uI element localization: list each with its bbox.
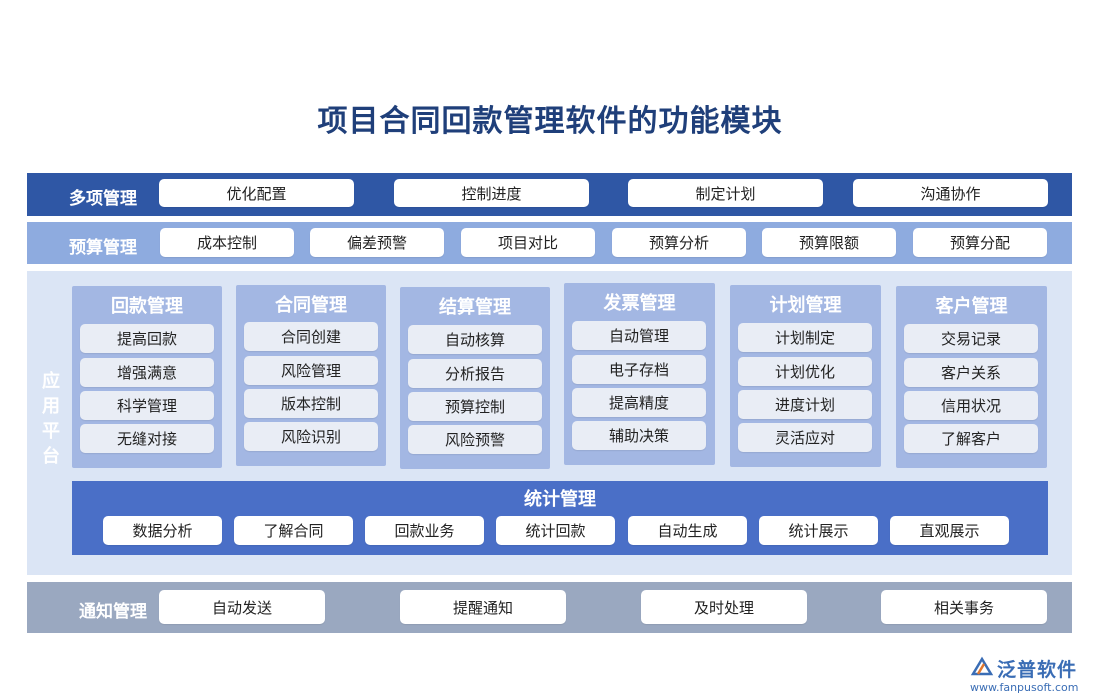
notification-item: 提醒通知 bbox=[400, 590, 566, 624]
budget-management-item: 偏差预警 bbox=[310, 228, 444, 257]
module-item: 风险预警 bbox=[408, 425, 542, 454]
multi-management-item: 控制进度 bbox=[394, 179, 589, 207]
module-item: 了解客户 bbox=[904, 424, 1038, 453]
module-item: 辅助决策 bbox=[572, 421, 706, 450]
module-title: 发票管理 bbox=[603, 293, 676, 314]
statistics-module: 统计管理 数据分析 了解合同 回款业务 统计回款 自动生成 统计展示 直观展示 bbox=[72, 481, 1048, 555]
module-title: 回款管理 bbox=[111, 296, 183, 317]
platform-label-char: 台 bbox=[42, 446, 60, 467]
budget-management-band: 预算管理 成本控制 偏差预警 项目对比 预算分析 预算限额 预算分配 bbox=[27, 222, 1072, 264]
multi-management-item: 优化配置 bbox=[159, 179, 354, 207]
budget-management-label: 预算管理 bbox=[69, 238, 137, 258]
module-customer: 客户管理 交易记录 客户关系 信用状况 了解客户 bbox=[896, 286, 1047, 468]
module-item: 无缝对接 bbox=[80, 424, 214, 453]
module-item: 客户关系 bbox=[904, 358, 1038, 387]
multi-management-label: 多项管理 bbox=[69, 189, 137, 209]
multi-management-item: 沟通协作 bbox=[853, 179, 1048, 207]
budget-management-item: 预算分配 bbox=[913, 228, 1047, 257]
module-plan: 计划管理 计划制定 计划优化 进度计划 灵活应对 bbox=[730, 285, 881, 467]
module-item: 版本控制 bbox=[244, 389, 378, 418]
module-invoice: 发票管理 自动管理 电子存档 提高精度 辅助决策 bbox=[564, 283, 715, 465]
module-title: 合同管理 bbox=[275, 295, 347, 316]
budget-management-item: 成本控制 bbox=[160, 228, 294, 257]
application-platform-label: 应 用 平 台 bbox=[41, 369, 61, 469]
page-title: 项目合同回款管理软件的功能模块 bbox=[317, 104, 783, 139]
notification-item: 自动发送 bbox=[159, 590, 325, 624]
module-item: 自动管理 bbox=[572, 321, 706, 350]
multi-management-item: 制定计划 bbox=[628, 179, 823, 207]
statistics-item: 统计回款 bbox=[496, 516, 615, 545]
notification-item: 相关事务 bbox=[881, 590, 1047, 624]
module-item: 计划制定 bbox=[738, 323, 872, 352]
brand-logo-name: 泛普软件 bbox=[997, 659, 1078, 681]
notification-management-label: 通知管理 bbox=[79, 602, 147, 622]
module-item: 分析报告 bbox=[408, 359, 542, 388]
module-item: 合同创建 bbox=[244, 322, 378, 351]
statistics-title: 统计管理 bbox=[524, 489, 596, 510]
notification-item: 及时处理 bbox=[641, 590, 807, 624]
module-item: 电子存档 bbox=[572, 355, 706, 384]
module-item: 信用状况 bbox=[904, 391, 1038, 420]
statistics-item: 数据分析 bbox=[103, 516, 222, 545]
module-title: 结算管理 bbox=[439, 297, 511, 318]
module-item: 交易记录 bbox=[904, 324, 1038, 353]
module-item: 提高回款 bbox=[80, 324, 214, 353]
application-platform-band: 应 用 平 台 回款管理 提高回款 增强满意 科学管理 无缝对接 合同管理 合同… bbox=[27, 271, 1072, 575]
module-item: 预算控制 bbox=[408, 392, 542, 421]
brand-logo: 泛普软件 www.fanpusoft.com bbox=[970, 654, 1095, 694]
platform-label-char: 应 bbox=[42, 371, 60, 392]
module-item: 自动核算 bbox=[408, 325, 542, 354]
module-item: 风险识别 bbox=[244, 422, 378, 451]
module-item: 风险管理 bbox=[244, 356, 378, 385]
module-item: 计划优化 bbox=[738, 357, 872, 386]
statistics-item: 了解合同 bbox=[234, 516, 353, 545]
statistics-item: 自动生成 bbox=[628, 516, 747, 545]
module-item: 增强满意 bbox=[80, 358, 214, 387]
module-item: 灵活应对 bbox=[738, 423, 872, 452]
notification-management-band: 通知管理 自动发送 提醒通知 及时处理 相关事务 bbox=[27, 582, 1072, 633]
budget-management-item: 项目对比 bbox=[461, 228, 595, 257]
platform-label-char: 平 bbox=[42, 421, 60, 442]
module-title: 客户管理 bbox=[935, 296, 1008, 317]
module-payment: 回款管理 提高回款 增强满意 科学管理 无缝对接 bbox=[72, 286, 222, 468]
platform-label-char: 用 bbox=[42, 396, 60, 417]
brand-logo-icon bbox=[970, 656, 994, 676]
multi-management-band: 多项管理 优化配置 控制进度 制定计划 沟通协作 bbox=[27, 173, 1072, 216]
brand-logo-url: www.fanpusoft.com bbox=[970, 681, 1079, 694]
statistics-item: 直观展示 bbox=[890, 516, 1009, 545]
module-settlement: 结算管理 自动核算 分析报告 预算控制 风险预警 bbox=[400, 287, 550, 469]
module-item: 科学管理 bbox=[80, 391, 214, 420]
module-item: 进度计划 bbox=[738, 390, 872, 419]
statistics-item: 统计展示 bbox=[759, 516, 878, 545]
module-contract: 合同管理 合同创建 风险管理 版本控制 风险识别 bbox=[236, 285, 386, 466]
module-item: 提高精度 bbox=[572, 388, 706, 417]
module-title: 计划管理 bbox=[769, 295, 842, 316]
statistics-item: 回款业务 bbox=[365, 516, 484, 545]
budget-management-item: 预算分析 bbox=[612, 228, 746, 257]
budget-management-item: 预算限额 bbox=[762, 228, 896, 257]
